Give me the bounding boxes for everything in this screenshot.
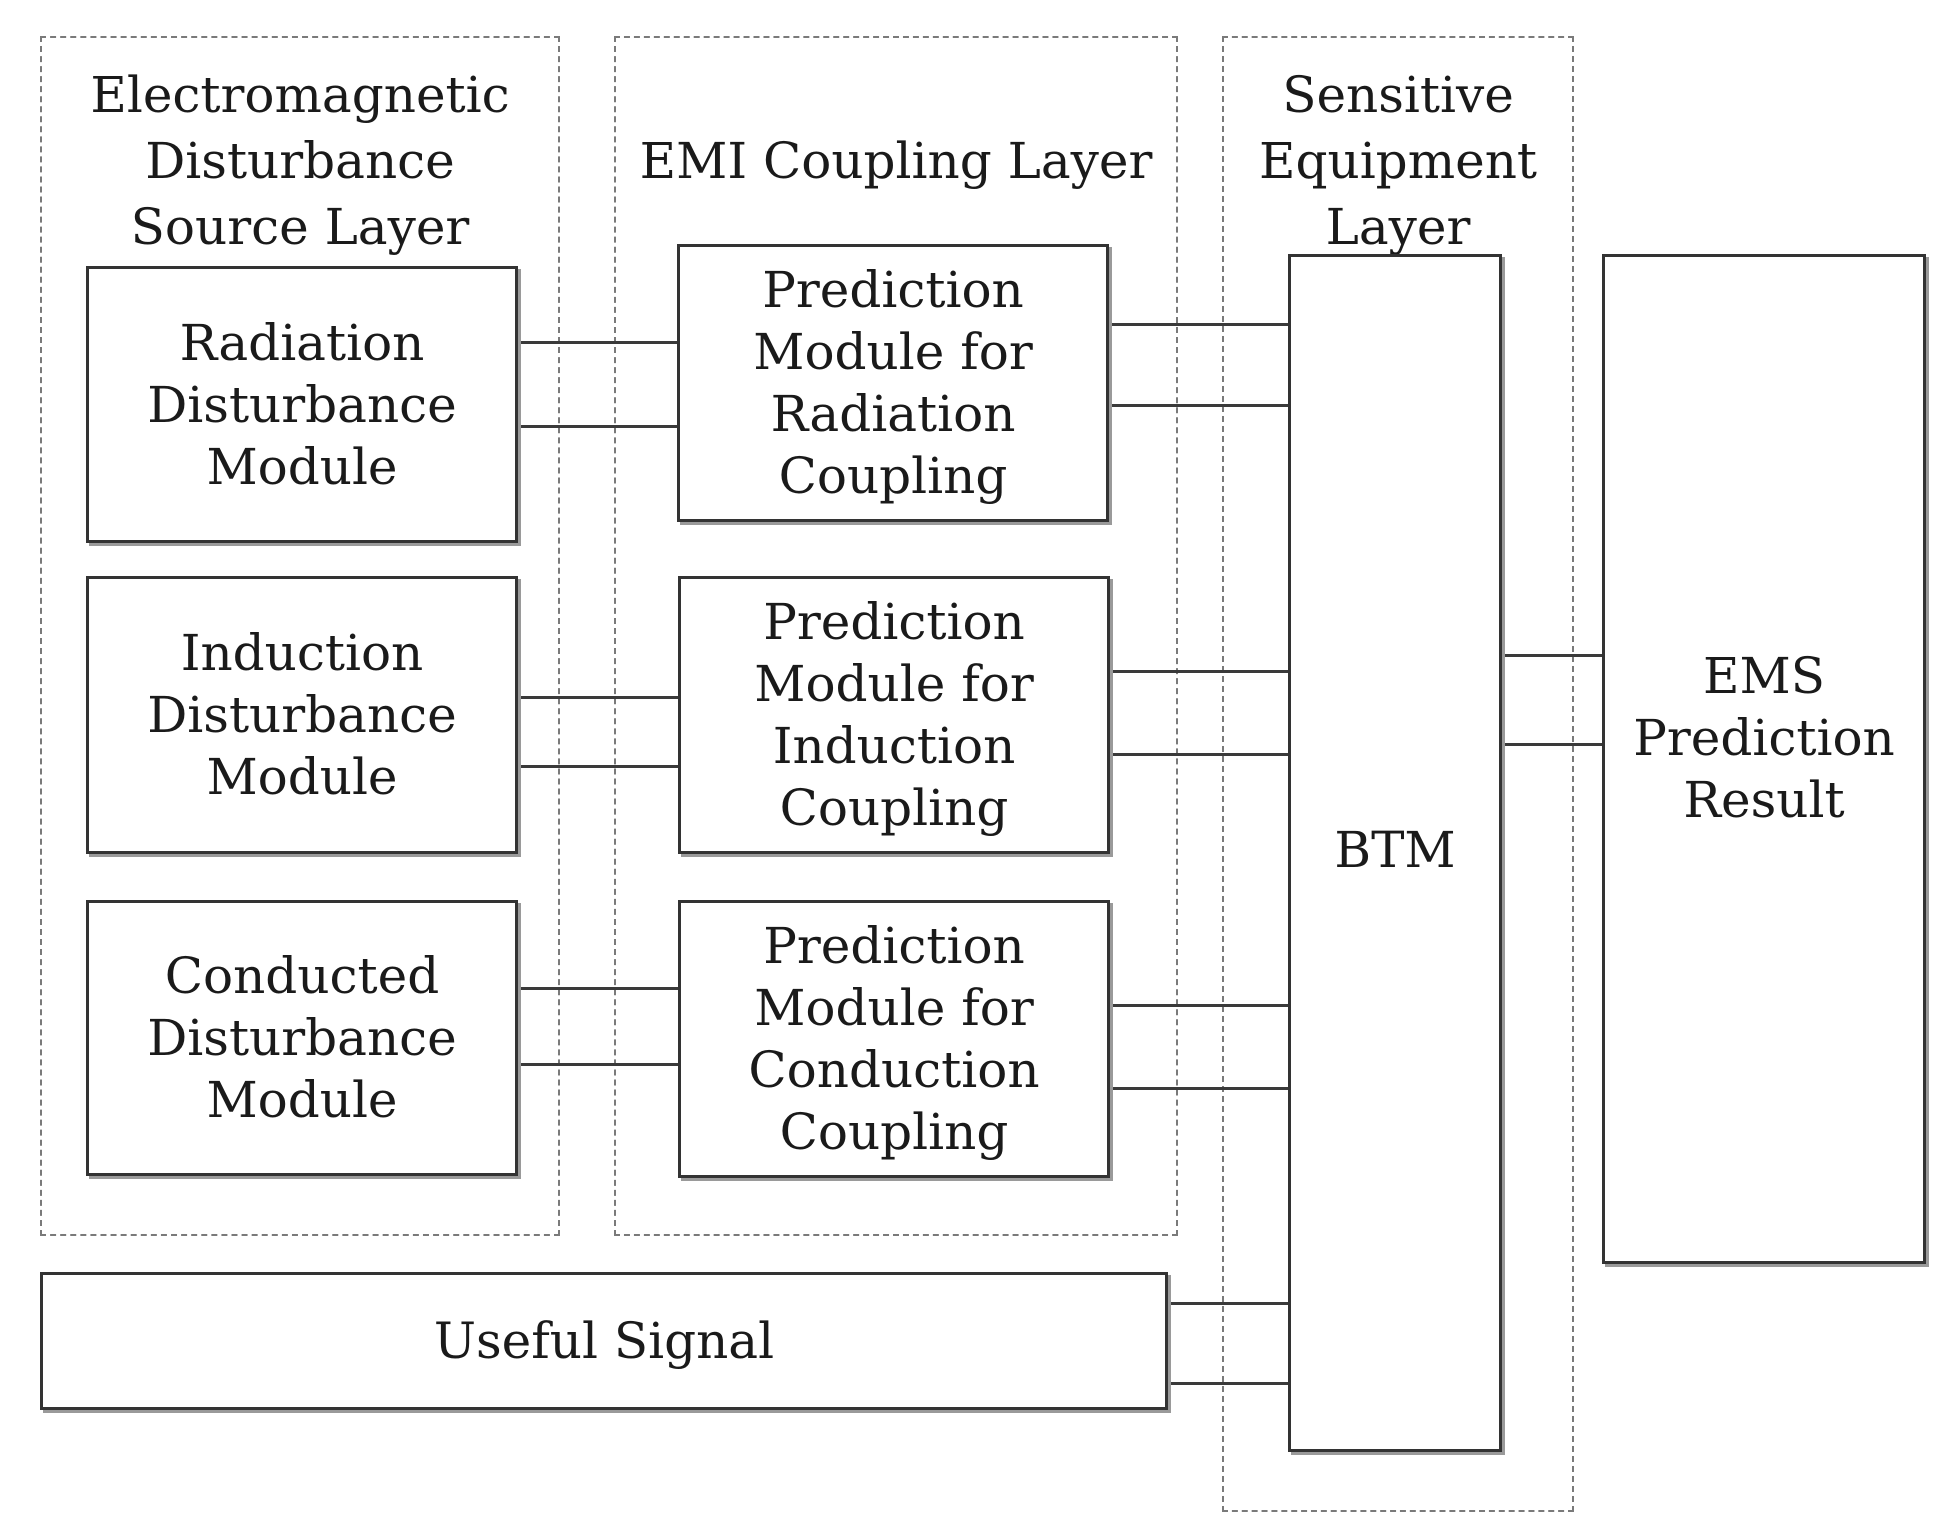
source-layer-container: Electromagnetic Disturbance Source Layer	[40, 36, 560, 1236]
conducted-connector-1	[518, 987, 678, 990]
btm-to-result-1	[1500, 654, 1604, 657]
induction-connector-1	[518, 696, 678, 699]
btm-module: BTM	[1288, 254, 1502, 1452]
radiation-coupling-to-btm-2	[1112, 404, 1290, 407]
conducted-disturbance-label: Conducted Disturbance Module	[147, 947, 457, 1129]
radiation-coupling-label: Prediction Module for Radiation Coupling	[753, 261, 1033, 505]
useful-signal-to-btm-1	[1168, 1302, 1290, 1305]
useful-signal-label: Useful Signal	[433, 1312, 775, 1370]
conducted-disturbance-module: Conducted Disturbance Module	[86, 900, 518, 1176]
radiation-coupling-module: Prediction Module for Radiation Coupling	[677, 244, 1109, 522]
conduction-coupling-module: Prediction Module for Conduction Couplin…	[678, 900, 1110, 1178]
conduction-coupling-to-btm-1	[1112, 1004, 1290, 1007]
btm-label: BTM	[1334, 821, 1456, 879]
equipment-layer-title: Sensitive Equipment Layer	[1258, 66, 1537, 256]
induction-disturbance-label: Induction Disturbance Module	[147, 624, 457, 806]
radiation-connector-2	[518, 425, 678, 428]
induction-coupling-label: Prediction Module for Induction Coupling	[754, 593, 1034, 837]
source-layer-title: Electromagnetic Disturbance Source Layer	[90, 66, 510, 256]
useful-signal-to-btm-2	[1168, 1382, 1290, 1385]
radiation-disturbance-module: Radiation Disturbance Module	[86, 266, 518, 543]
btm-to-result-2	[1500, 743, 1604, 746]
radiation-connector-1	[518, 341, 678, 344]
ems-prediction-result-label: EMS Prediction Result	[1633, 647, 1895, 829]
equipment-layer-container: Sensitive Equipment Layer	[1222, 36, 1574, 1512]
conduction-coupling-to-btm-2	[1112, 1087, 1290, 1090]
radiation-coupling-to-btm-1	[1112, 323, 1290, 326]
induction-coupling-to-btm-1	[1112, 670, 1290, 673]
coupling-layer-container: EMI Coupling Layer	[614, 36, 1178, 1236]
radiation-disturbance-label: Radiation Disturbance Module	[147, 313, 457, 496]
useful-signal-box: Useful Signal	[40, 1272, 1168, 1410]
conducted-connector-2	[518, 1063, 678, 1066]
induction-disturbance-module: Induction Disturbance Module	[86, 576, 518, 854]
ems-prediction-result-box: EMS Prediction Result	[1602, 254, 1926, 1264]
induction-coupling-to-btm-2	[1112, 753, 1290, 756]
conduction-coupling-label: Prediction Module for Conduction Couplin…	[748, 917, 1040, 1161]
coupling-layer-title: EMI Coupling Layer	[639, 132, 1153, 190]
induction-connector-2	[518, 765, 678, 768]
induction-coupling-module: Prediction Module for Induction Coupling	[678, 576, 1110, 854]
